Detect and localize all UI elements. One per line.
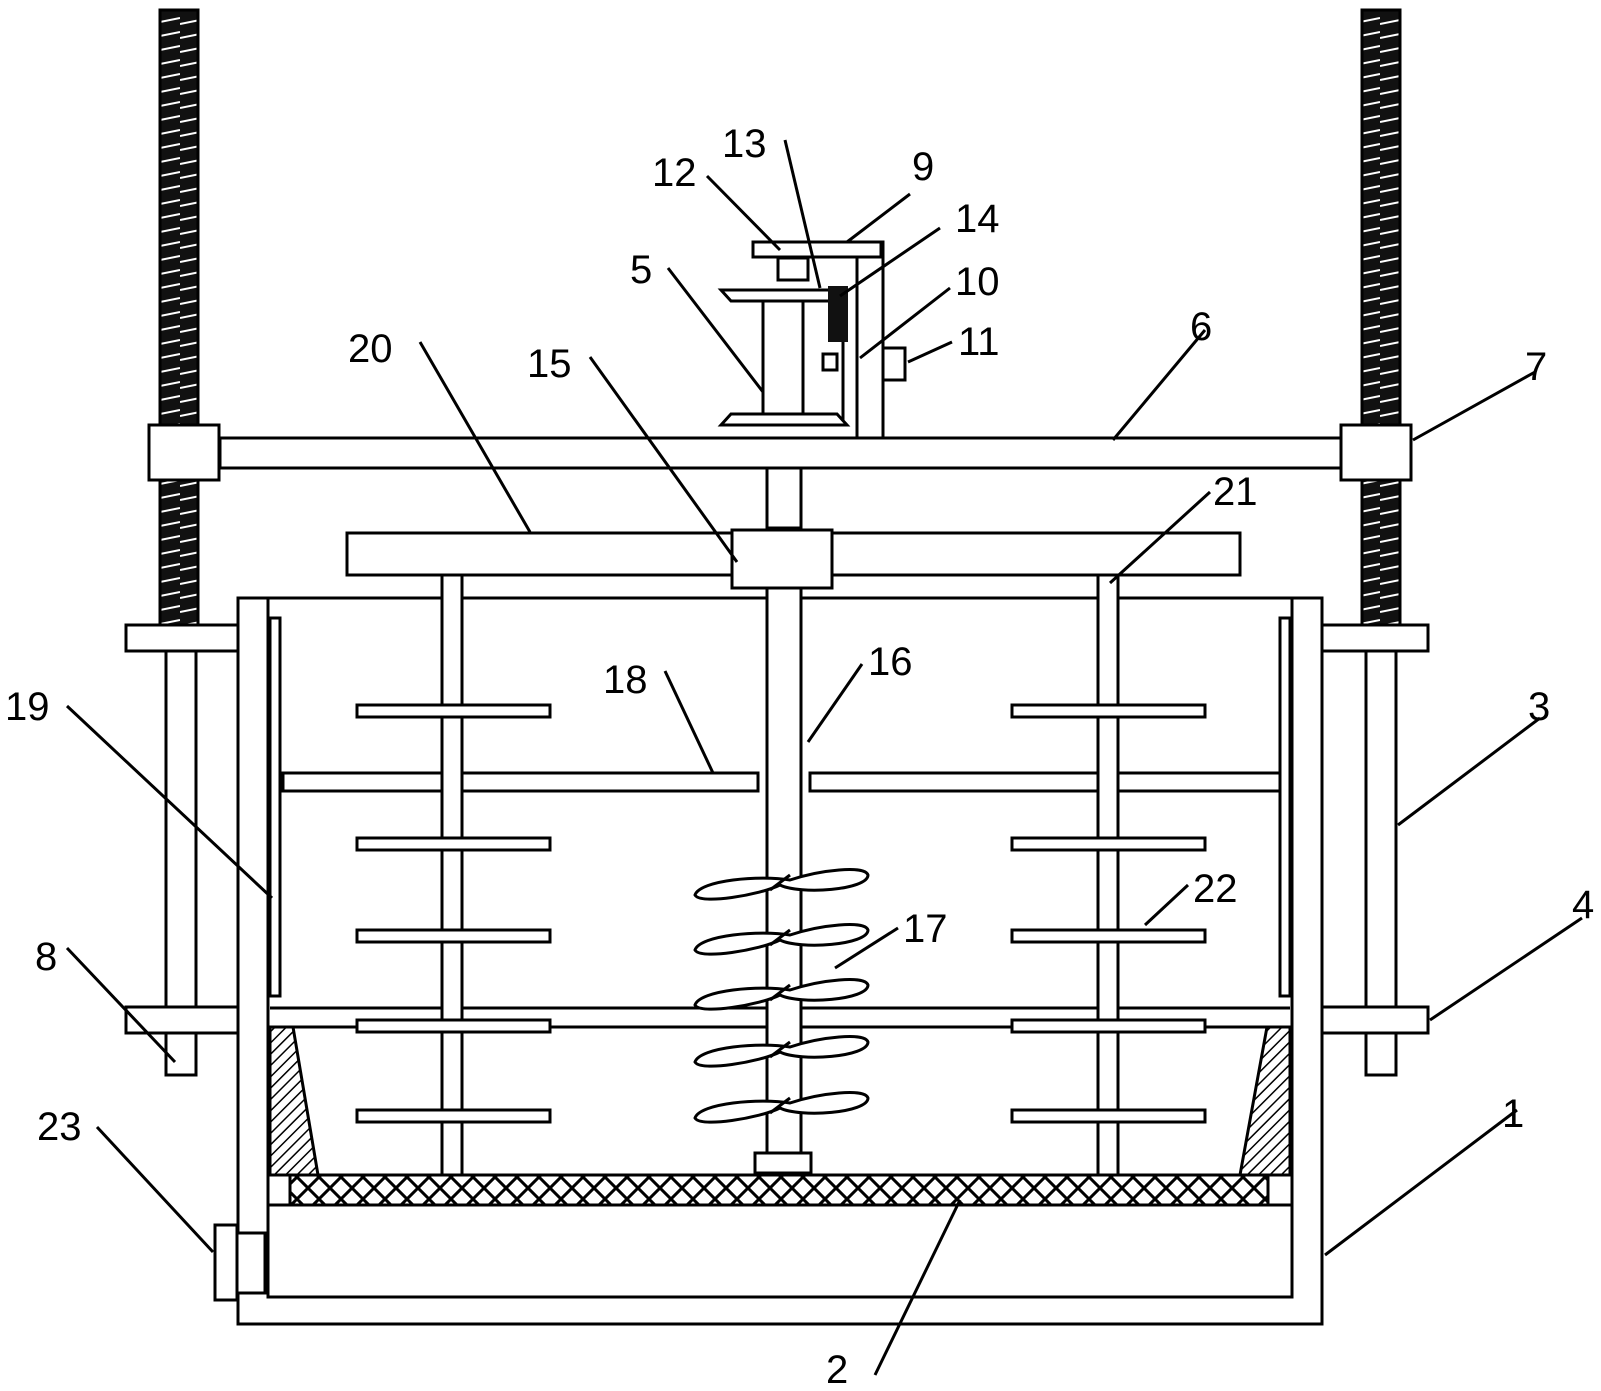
label-4: 4 [1572,883,1594,927]
crossbeam [147,423,1413,482]
label-23: 23 [37,1105,82,1149]
label-15: 15 [527,342,572,386]
label-18: 18 [603,658,648,702]
label-13: 13 [722,122,767,166]
helical-screw [693,868,870,1124]
cross-bar [281,771,1282,793]
label-21: 21 [1213,470,1258,514]
guide-post-left [124,623,240,1077]
rotating-frame [345,528,1242,590]
label-20: 20 [348,327,393,371]
label-2: 2 [826,1348,848,1391]
label-1: 1 [1502,1092,1524,1136]
part-labels: 1 2 3 4 5 6 7 8 9 10 11 12 13 14 15 16 1… [5,122,1594,1391]
label-22: 22 [1193,867,1238,911]
label-11: 11 [958,320,1000,364]
label-17: 17 [903,907,948,951]
label-6: 6 [1190,305,1212,349]
drain-valve [213,1223,267,1302]
guide-post-right [1320,623,1430,1077]
stir-blades [355,703,1207,1124]
leader-lines [65,139,1583,1376]
label-14: 14 [955,197,1000,241]
label-19: 19 [5,685,50,729]
stir-shaft-left [440,573,464,1177]
motor-assembly [717,240,907,437]
inner-liner [266,598,1294,1205]
label-16: 16 [868,640,913,684]
stir-shaft-right [1096,573,1120,1177]
filter-mesh [288,1173,1270,1207]
label-10: 10 [955,260,1000,304]
label-12: 12 [652,151,697,195]
label-3: 3 [1528,685,1550,729]
threaded-rod-left [158,8,200,632]
central-shaft [753,466,813,1175]
label-7: 7 [1525,345,1547,389]
label-5: 5 [630,248,652,292]
label-8: 8 [35,935,57,979]
label-9: 9 [912,145,934,189]
threaded-rod-right [1360,8,1402,632]
